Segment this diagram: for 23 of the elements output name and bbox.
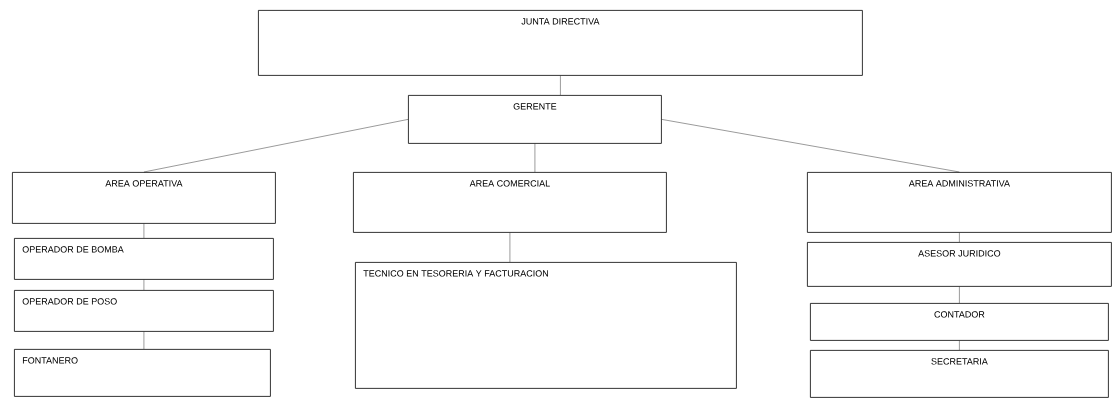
org-box: AREA COMERCIAL <box>353 172 667 233</box>
connector-line <box>959 232 960 243</box>
org-box: ASESOR JURIDICO <box>807 242 1112 287</box>
connector-line <box>959 286 960 304</box>
org-box: OPERADOR DE BOMBA <box>14 238 274 280</box>
connector-line <box>509 232 511 263</box>
org-box: FONTANERO <box>14 349 271 397</box>
org-box: SECRETARIA <box>810 350 1109 398</box>
connector-line <box>143 223 145 239</box>
org-box: AREA OPERATIVA <box>12 172 276 224</box>
connector-line <box>560 75 561 96</box>
org-box: OPERADOR DE POSO <box>14 290 274 332</box>
connector-line <box>143 119 409 173</box>
org-box: GERENTE <box>408 95 662 144</box>
connector-line <box>534 143 536 173</box>
connector-line <box>143 331 145 350</box>
connector-line <box>959 340 960 351</box>
connector-line <box>143 279 145 291</box>
connector-line <box>661 119 960 173</box>
org-box: JUNTA DIRECTIVA <box>258 10 863 76</box>
org-box: AREA ADMINISTRATIVA <box>807 172 1112 233</box>
org-box: TECNICO EN TESORERIA Y FACTURACION <box>355 262 737 389</box>
org-box: CONTADOR <box>810 303 1109 341</box>
